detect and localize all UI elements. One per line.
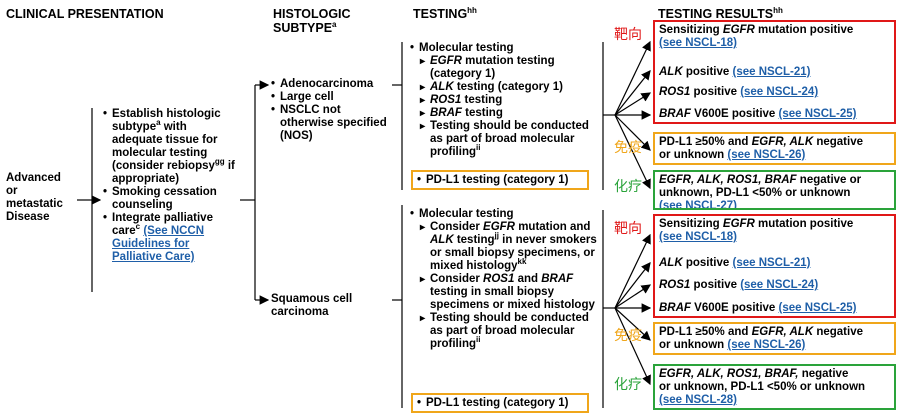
targeted-results-box-top: Sensitizing EGFR mutation positive (see … — [653, 20, 896, 124]
subtype-large-cell: Large cell — [271, 91, 391, 104]
nscl-27-link[interactable]: (see NSCL-27) — [659, 200, 737, 210]
nscl-25-link-top[interactable]: (see NSCL-25) — [778, 108, 857, 120]
result-egfr-link-bottom: (see NSCL-18) — [659, 231, 737, 244]
chemo-results-box-top: EGFR, ALK, ROS1, BRAF negative or unknow… — [653, 170, 896, 210]
nscl-21-link-top[interactable]: (see NSCL-21) — [732, 66, 811, 78]
result-pdl1-bottom: PD-L1 ≥50% and EGFR, ALK negative — [659, 326, 863, 338]
workup-palliative-care: Integrate palliative carec (See NCCN Gui… — [103, 212, 239, 264]
header-testing-results: TESTING RESULTShh — [658, 5, 783, 21]
braf-testing: BRAF testing — [420, 107, 600, 120]
nscl-24-link-top[interactable]: (see NSCL-24) — [740, 86, 819, 98]
result-negative-line2-bottom: or unknown, PD-L1 <50% or unknown — [659, 381, 866, 393]
consider-egfr-alk-testing: Consider EGFR mutation and ALK testingjj… — [420, 221, 602, 273]
nscl-26-link-top[interactable]: (see NSCL-26) — [727, 149, 806, 161]
result-egfr-bottom: Sensitizing EGFR mutation positive — [659, 218, 854, 230]
nscl-25-link-bottom[interactable]: (see NSCL-25) — [778, 302, 857, 314]
result-pdl1-line2-bottom: or unknown (see NSCL-26) — [659, 339, 806, 351]
initial-workup-list: Establish histologic subtypea with adequ… — [103, 108, 239, 264]
nscl-26-link-bottom[interactable]: (see NSCL-26) — [727, 339, 806, 351]
result-pdl1-line2-top: or unknown (see NSCL-26) — [659, 149, 806, 161]
molecular-testing-label: Molecular testing — [410, 42, 600, 55]
pdl1-testing-box-top: PD-L1 testing (category 1) — [411, 170, 589, 190]
label-targeted-top: 靶向 — [614, 27, 642, 43]
subtype-squamous: Squamous cell carcinoma — [271, 293, 353, 318]
immuno-results-box-bottom: PD-L1 ≥50% and EGFR, ALK negative or unk… — [653, 322, 896, 355]
result-ros1-bottom: ROS1 positive (see NSCL-24) — [659, 279, 819, 291]
result-pdl1-top: PD-L1 ≥50% and EGFR, ALK negative — [659, 136, 863, 148]
label-immuno-top: 免疫 — [614, 140, 642, 156]
workup-histologic-subtype: Establish histologic subtypea with adequ… — [103, 108, 239, 186]
label-chemo-top: 化疗 — [614, 179, 642, 195]
nonsquamous-subtypes: Adenocarcinoma Large cell NSCLC not othe… — [271, 78, 391, 143]
subtype-adenocarcinoma: Adenocarcinoma — [271, 78, 391, 91]
nscl-18-link-top[interactable]: (see NSCL-18) — [659, 37, 737, 49]
result-egfr-top: Sensitizing EGFR mutation positive — [659, 24, 854, 36]
targeted-results-box-bottom: Sensitizing EGFR mutation positive (see … — [653, 214, 896, 318]
result-negative-bottom: EGFR, ALK, ROS1, BRAF, negative — [659, 368, 849, 380]
result-alk-bottom: ALK positive (see NSCL-21) — [659, 257, 811, 269]
subtype-nsclc-nos: NSCLC not otherwise specified (NOS) — [271, 104, 391, 143]
alk-testing: ALK testing (category 1) — [420, 81, 600, 94]
header-clinical-presentation: CLINICAL PRESENTATION — [6, 7, 164, 21]
label-targeted-bottom: 靶向 — [614, 221, 642, 237]
label-chemo-bottom: 化疗 — [614, 377, 642, 393]
result-negative-link-top: (see NSCL-27) — [659, 200, 737, 210]
nscl-21-link-bottom[interactable]: (see NSCL-21) — [732, 257, 811, 269]
broad-profiling-note-squamous: Testing should be conducted as part of b… — [420, 312, 602, 351]
result-alk-top: ALK positive (see NSCL-21) — [659, 66, 811, 78]
result-negative-line2-top: unknown, PD-L1 <50% or unknown — [659, 187, 851, 199]
result-negative-top: EGFR, ALK, ROS1, BRAF negative or — [659, 174, 862, 186]
workup-smoking-cessation: Smoking cessation counseling — [103, 186, 239, 212]
result-ros1-top: ROS1 positive (see NSCL-24) — [659, 86, 819, 98]
palliative-care-guidelines-link[interactable]: (See NCCN Guidelines for Palliative Care… — [112, 225, 205, 263]
label-immuno-bottom: 免疫 — [614, 328, 642, 344]
nscl-28-link[interactable]: (see NSCL-28) — [659, 394, 737, 406]
header-testing: TESTINGhh — [413, 5, 477, 21]
header-histologic-subtype: HISTOLOGIC SUBTYPEa — [273, 7, 351, 35]
nscl-18-link-bottom[interactable]: (see NSCL-18) — [659, 231, 737, 243]
result-braf-top: BRAF V600E positive (see NSCL-25) — [659, 108, 857, 120]
nscl-24-link-bottom[interactable]: (see NSCL-24) — [740, 279, 819, 291]
immuno-results-box-top: PD-L1 ≥50% and EGFR, ALK negative or unk… — [653, 132, 896, 165]
result-negative-link-bottom: (see NSCL-28) — [659, 394, 737, 407]
ros1-testing: ROS1 testing — [420, 94, 600, 107]
consider-ros1-braf-testing: Consider ROS1 and BRAF testing in small … — [420, 273, 602, 312]
testing-squamous: Molecular testing Consider EGFR mutation… — [410, 208, 602, 351]
clinical-presentation-node: Advanced or metastatic Disease — [6, 172, 63, 223]
chemo-results-box-bottom: EGFR, ALK, ROS1, BRAF, negative or unkno… — [653, 364, 896, 410]
broad-profiling-note: Testing should be conducted as part of b… — [420, 120, 600, 159]
result-braf-bottom: BRAF V600E positive (see NSCL-25) — [659, 302, 857, 314]
result-egfr-link-top: (see NSCL-18) — [659, 37, 737, 50]
molecular-testing-label-squamous: Molecular testing — [410, 208, 602, 221]
pdl1-testing-box-bottom: PD-L1 testing (category 1) — [411, 393, 589, 413]
testing-nonsquamous: Molecular testing EGFR mutation testing … — [410, 42, 600, 159]
egfr-testing: EGFR mutation testing (category 1) — [420, 55, 600, 81]
